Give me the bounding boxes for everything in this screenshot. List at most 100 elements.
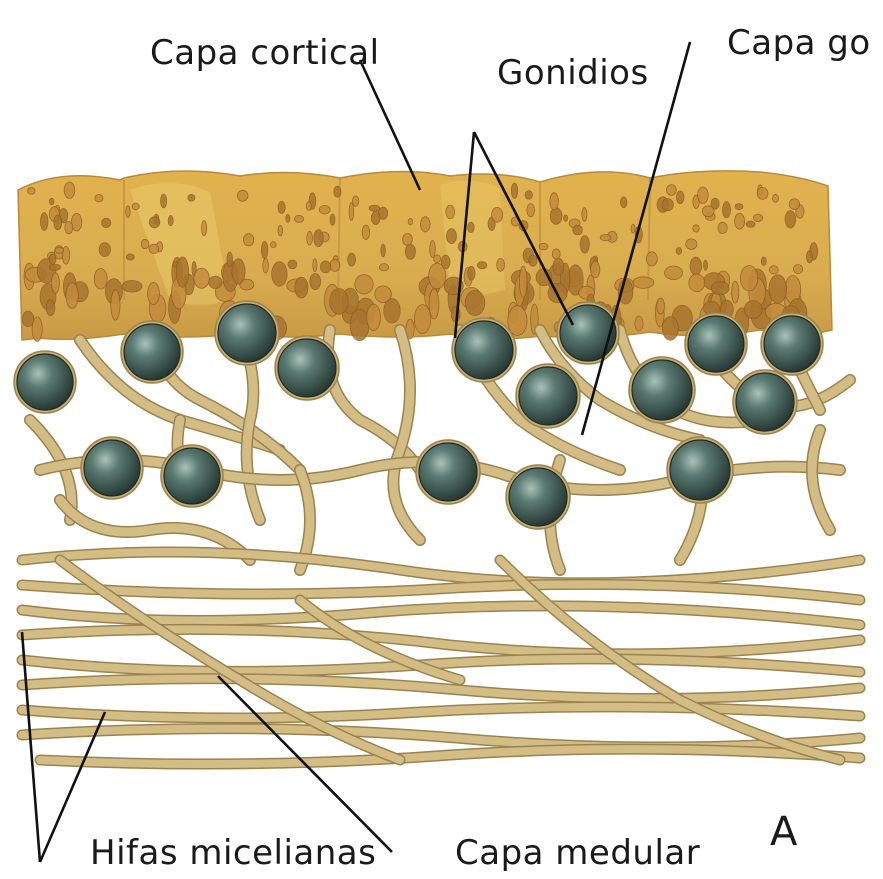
cortex-cell (132, 203, 139, 210)
cortex-cell (334, 186, 341, 197)
hypha (22, 679, 860, 699)
cortex-cell (527, 204, 535, 217)
gonidium (17, 354, 73, 410)
cortex-cell (723, 202, 731, 218)
cortex-cell (580, 236, 589, 254)
cortex-cell (421, 217, 431, 232)
cortex-cell (375, 286, 392, 303)
hypha (393, 330, 420, 540)
gonidium (278, 339, 336, 397)
cortex-cell (468, 222, 475, 232)
cortex-cell (51, 273, 59, 294)
cortex-cell (65, 221, 73, 233)
cortex-cell (690, 257, 702, 275)
cortex-cell (202, 221, 207, 236)
cortex-cell (278, 225, 283, 235)
cortex-cell (550, 208, 562, 225)
gonidium (419, 443, 477, 501)
cortex-cell (371, 212, 380, 225)
cortex-cell (511, 183, 517, 198)
cortex-cell (348, 253, 356, 266)
gonidium (164, 448, 220, 504)
gonidium (736, 373, 794, 431)
cortex-cell (693, 225, 699, 232)
cortex-cell (94, 269, 107, 290)
label-hifas-micelianas: Hifas micelianas (90, 836, 376, 870)
cortex-cell (635, 316, 643, 331)
cortex-cell (168, 216, 173, 226)
cortex-cell (28, 187, 35, 194)
cortex-cell (66, 283, 78, 309)
cortex-cell (310, 274, 321, 290)
cortex-cell (149, 244, 159, 253)
cortex-cell (188, 194, 195, 201)
cortex-cell (686, 239, 697, 249)
cortex-cell (539, 243, 548, 250)
cortex-cell (49, 254, 56, 265)
cortex-cell (446, 205, 455, 219)
cortex-cell (369, 205, 380, 211)
gonidium (509, 468, 567, 526)
cortex-cell (529, 255, 537, 266)
cortex-cell (430, 241, 436, 258)
cortex-cell (746, 221, 755, 227)
cortex-cell (447, 229, 457, 244)
cortex-cell (209, 276, 222, 288)
cortex-cell (95, 195, 103, 202)
cortex-cell (237, 190, 248, 201)
cortex-cell (773, 194, 779, 202)
cortex-cell (243, 234, 253, 246)
cortex-cell (662, 317, 678, 341)
cortex-cell (698, 187, 709, 203)
cortex-cell (492, 207, 503, 222)
cortex-cell (261, 241, 267, 258)
cortex-cell (582, 208, 587, 222)
cortex-cell (319, 205, 330, 214)
gonidium (688, 316, 744, 372)
cortex-cell (148, 282, 160, 304)
cortex-cell (465, 290, 485, 315)
cortex-cell (362, 225, 370, 239)
cortex-cell (434, 255, 441, 263)
cortex-cell (702, 206, 714, 217)
cortex-cell (497, 259, 505, 272)
cortex-cell (126, 254, 134, 260)
cortex-cell (631, 224, 635, 233)
cortex-cell (735, 213, 745, 229)
cortex-cell (573, 225, 583, 235)
cortex-cell (665, 266, 683, 280)
cortex-cell (564, 215, 568, 221)
cortex-cell (757, 187, 768, 199)
cortex-cell (122, 281, 142, 293)
hypha (22, 629, 860, 654)
cortex-cell (313, 259, 317, 272)
cortex-cell (550, 193, 559, 210)
gonidium (124, 324, 180, 380)
cortex-cell (232, 259, 245, 284)
cortex-cell (553, 258, 564, 275)
cortex-cell (161, 194, 167, 208)
cortex-cell (769, 275, 787, 303)
gonidium (218, 304, 276, 362)
cortex-cell (227, 252, 233, 267)
cortex-cell (40, 213, 48, 231)
cortex-cell (55, 247, 64, 253)
cortex-cell (54, 215, 62, 230)
cortex-cell (689, 274, 705, 292)
cortex-cell (633, 277, 654, 289)
cortex-cell (32, 317, 42, 342)
cortex-cell (194, 268, 209, 288)
cortex-cell (405, 244, 415, 259)
cortex-cell (657, 298, 665, 314)
label-capa-gonidial: Capa go (727, 26, 871, 60)
cortex-cell (740, 266, 757, 291)
cortex-cell (732, 281, 739, 303)
cortex-cell (46, 300, 55, 316)
cortex-cell (477, 262, 487, 269)
gonidium (455, 321, 513, 379)
cortex-cell (111, 290, 120, 320)
cortex-cell (807, 251, 813, 263)
cortex-cell (519, 266, 527, 297)
gonidium (84, 440, 140, 496)
cortex-cell (320, 261, 330, 273)
